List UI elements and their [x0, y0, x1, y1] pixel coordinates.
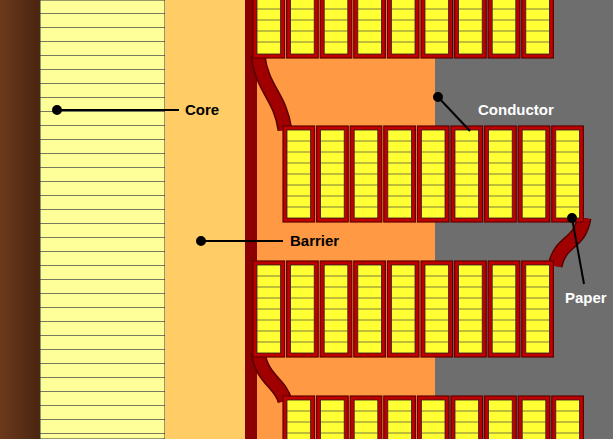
conductor — [350, 126, 382, 222]
conductor — [552, 126, 584, 222]
oil-gap — [245, 0, 613, 439]
conductor — [317, 126, 349, 222]
conductor — [455, 0, 487, 58]
conductor — [488, 261, 520, 357]
conductor — [387, 0, 419, 58]
conductor — [421, 0, 453, 58]
conductor — [384, 126, 416, 222]
crossover — [258, 55, 584, 401]
conductor — [552, 396, 584, 439]
conductor — [451, 126, 483, 222]
conductor — [384, 396, 416, 439]
conductor — [283, 126, 315, 222]
conductor — [354, 261, 386, 357]
conductor — [518, 126, 550, 222]
conductor — [417, 396, 449, 439]
conductor — [522, 0, 554, 58]
conductor — [287, 261, 319, 357]
barrier-region — [245, 0, 435, 439]
paper-label: Paper — [565, 289, 607, 307]
conductor — [387, 261, 419, 357]
outer-wall — [0, 0, 40, 439]
conductor — [421, 261, 453, 357]
conductor — [417, 126, 449, 222]
conductor — [485, 126, 517, 222]
conductor — [287, 0, 319, 58]
conductor — [455, 261, 487, 357]
core-label: Core — [185, 101, 219, 119]
barrier-label: Barrier — [290, 232, 339, 250]
conductor — [283, 396, 315, 439]
conductor — [451, 396, 483, 439]
conductor — [354, 0, 386, 58]
conductor — [253, 0, 285, 58]
conductor — [518, 396, 550, 439]
conductor — [350, 396, 382, 439]
conductor — [253, 261, 285, 357]
conductor — [317, 396, 349, 439]
conductor — [522, 261, 554, 357]
core — [40, 0, 165, 439]
leader-lines — [53, 93, 584, 284]
conductor — [488, 0, 520, 58]
conductor — [320, 261, 352, 357]
conductor-label: Conductor — [478, 101, 554, 119]
barrier-column — [165, 0, 245, 439]
conductor — [320, 0, 352, 58]
conductor — [485, 396, 517, 439]
